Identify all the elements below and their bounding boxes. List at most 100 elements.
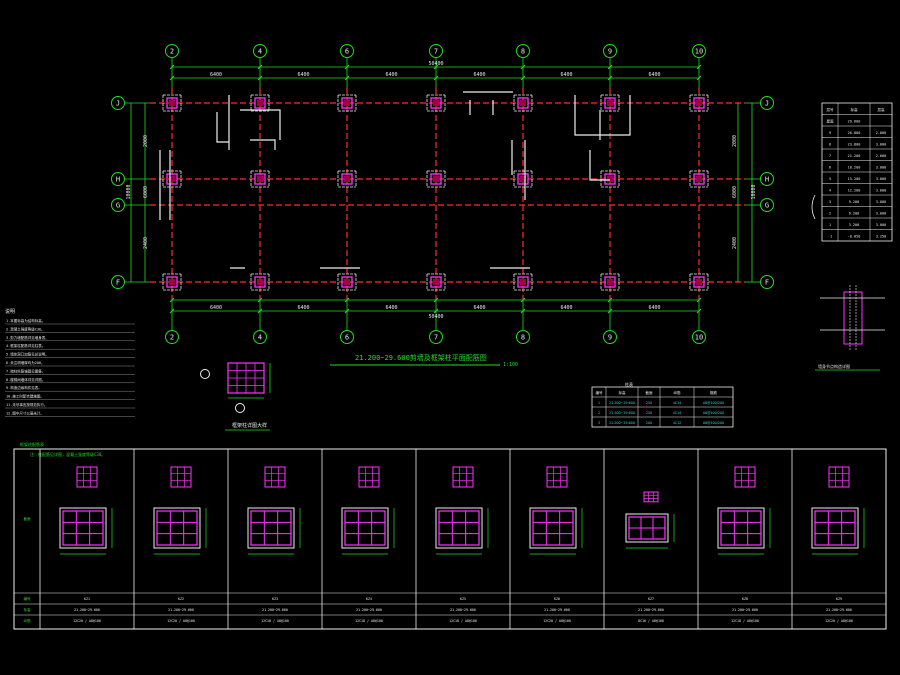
axis-bubble-8-bottom xyxy=(516,330,530,344)
level-table-header-0: 层号 xyxy=(827,107,835,112)
section-detail: 框架柱详图大样 xyxy=(200,362,271,431)
schedule-section-KZ4 xyxy=(341,507,395,555)
frame-column-17 xyxy=(430,276,442,288)
frame-column-4 xyxy=(517,97,529,109)
level-table-cell-6-2: 3.000 xyxy=(876,189,887,193)
right-detail-caption: 墙身节点构造详图 xyxy=(818,363,850,369)
bay-dimension-top-4: 6400 xyxy=(560,72,572,78)
schedule-elev-KZ2: 21.200~29.600 xyxy=(168,608,194,612)
axis-label-6-bottom: 6 xyxy=(345,334,349,342)
bay-dimension-bottom-5: 6400 xyxy=(648,305,660,311)
level-table-cell-5-2: 3.000 xyxy=(876,177,887,181)
small-table-header-4: 箍筋 xyxy=(710,390,718,395)
bay-dimension-top-3: 6400 xyxy=(473,72,485,78)
level-table-cell-3-0: 7 xyxy=(829,154,831,158)
bay-dimension-bottom-4: 6400 xyxy=(560,305,572,311)
axis-bubble-4-bottom xyxy=(253,330,267,344)
small-table-cell-1-3: 4C14 xyxy=(673,411,682,415)
small-table-cell-0-1: 21.200~29.600 xyxy=(609,401,635,405)
note-item-1: 1.本图标高为结构标高。 xyxy=(6,318,45,323)
frame-column-1 xyxy=(254,97,266,109)
level-table-cell-2-1: 23.800 xyxy=(848,143,861,147)
frame-column-16 xyxy=(341,276,353,288)
core-wall-left xyxy=(216,95,281,150)
row-dimension-left-2: 2400 xyxy=(143,237,149,249)
small-table-cell-2-0: 3 xyxy=(598,421,600,425)
schedule-key-plan-KZ2 xyxy=(170,466,192,488)
small-table-header-1: 标高 xyxy=(619,390,627,395)
schedule-frame xyxy=(13,448,887,630)
plan-title-group: 21.200~29.600剪墙及框架柱平面配筋图 1:100 xyxy=(330,353,518,368)
note-item-9: 9.构造边缘构件见表。 xyxy=(6,385,42,390)
axis-bubble-6-bottom xyxy=(340,330,354,344)
schedule-rebar-KZ2: 12C20 / A8@100 xyxy=(167,619,195,623)
note-item-3: 3.剪力墙配筋详见墙身表。 xyxy=(6,335,49,340)
note-item-6: 6.未注明墙厚均为200。 xyxy=(6,360,45,365)
schedule-section-KZ9 xyxy=(811,507,865,555)
schedule-id-KZ8: KZ8 xyxy=(742,597,748,601)
axis-label-9-top: 9 xyxy=(608,48,612,56)
axis-label-G-right: G xyxy=(765,202,769,210)
axis-bubble-9-bottom xyxy=(603,330,617,344)
row-dimension-left-0: 2000 xyxy=(143,135,149,147)
schedule-key-plan-KZ7 xyxy=(643,491,659,503)
schedule-key-plan-KZ9 xyxy=(828,466,850,488)
axis-bubble-G-right xyxy=(760,198,774,212)
small-table-cell-2-1: 21.200~29.600 xyxy=(609,421,635,425)
bay-dimension-top-5: 6400 xyxy=(648,72,660,78)
axis-label-10-top: 10 xyxy=(695,48,703,56)
level-table-cell-8-0: 2 xyxy=(829,212,831,216)
schedule-section-KZ2 xyxy=(153,507,207,555)
axis-bubble-10-bottom xyxy=(692,330,706,344)
axis-label-J-left: J xyxy=(116,100,120,108)
schedule-id-KZ9: KZ9 xyxy=(836,597,842,601)
axis-bubble-8-top xyxy=(516,44,530,58)
frame-column-13 xyxy=(693,173,705,185)
level-table-cell-2-0: 8 xyxy=(829,143,831,147)
schedule-section-KZ1 xyxy=(59,507,113,555)
small-table-cell-1-4: A8@100/200 xyxy=(703,411,724,415)
frame-column-3 xyxy=(430,97,442,109)
level-table-cell-1-1: 26.800 xyxy=(848,131,861,135)
axis-label-J-right: J xyxy=(765,100,769,108)
row-dimension-left-1: 6000 xyxy=(143,186,149,198)
level-table-cell-1-0: 9 xyxy=(829,131,831,135)
schedule-elev-KZ8: 21.200~29.600 xyxy=(732,608,758,612)
axis-label-4-top: 4 xyxy=(258,48,262,56)
notes-list: 说明 1.本图标高为结构标高。2.混凝土强度等级C30。3.剪力墙配筋详见墙身表… xyxy=(5,308,135,417)
bay-dimension-bottom-2: 6400 xyxy=(385,305,397,311)
small-table-header-0: 编号 xyxy=(596,390,604,395)
frame-column-8 xyxy=(254,173,266,185)
schedule-rebar-KZ3: 12C18 / A8@100 xyxy=(261,619,289,623)
axis-bubble-7-top xyxy=(429,44,443,58)
schedule-elev-KZ4: 21.200~29.600 xyxy=(356,608,382,612)
level-table-cell-2-2: 3.000 xyxy=(876,143,887,147)
note-item-12: 12.图中尺寸以毫米计。 xyxy=(6,410,44,415)
schedule-id-KZ3: KZ3 xyxy=(272,597,278,601)
overall-dimension-bottom: 50400 xyxy=(428,314,443,320)
small-table-cell-1-0: 2 xyxy=(598,411,600,415)
axis-label-H-left: H xyxy=(116,176,120,184)
schedule-id-KZ1: KZ1 xyxy=(84,597,90,601)
bay-dimension-bottom-3: 6400 xyxy=(473,305,485,311)
small-table-cell-1-2: 250 xyxy=(646,411,652,415)
schedule-key-plan-KZ6 xyxy=(546,466,568,488)
frame-column-5 xyxy=(604,97,616,109)
schedule-elev-KZ9: 21.200~29.600 xyxy=(826,608,852,612)
small-table-cell-2-4: A8@100/200 xyxy=(703,421,724,425)
schedule-id-KZ2: KZ2 xyxy=(178,597,184,601)
schedule-rebar-KZ1: 12C20 / A8@100 xyxy=(73,619,101,623)
level-table-cell-5-1: 15.200 xyxy=(848,177,861,181)
frame-column-10 xyxy=(430,173,442,185)
note-item-5: 5.墙体洞口加筋见总说明。 xyxy=(6,352,49,357)
axis-label-7-top: 7 xyxy=(434,48,438,56)
level-table-header-1: 标高 xyxy=(851,107,859,112)
level-table-cell-6-0: 4 xyxy=(829,189,831,193)
section-marker-bottom xyxy=(235,403,245,413)
schedule-rebar-KZ7: 8C16 / A8@100 xyxy=(638,619,664,623)
schedule-section-KZ5 xyxy=(435,507,489,555)
frame-column-0 xyxy=(166,97,178,109)
axis-bubble-J-right xyxy=(760,96,774,110)
bay-dimension-top-1: 6400 xyxy=(297,72,309,78)
